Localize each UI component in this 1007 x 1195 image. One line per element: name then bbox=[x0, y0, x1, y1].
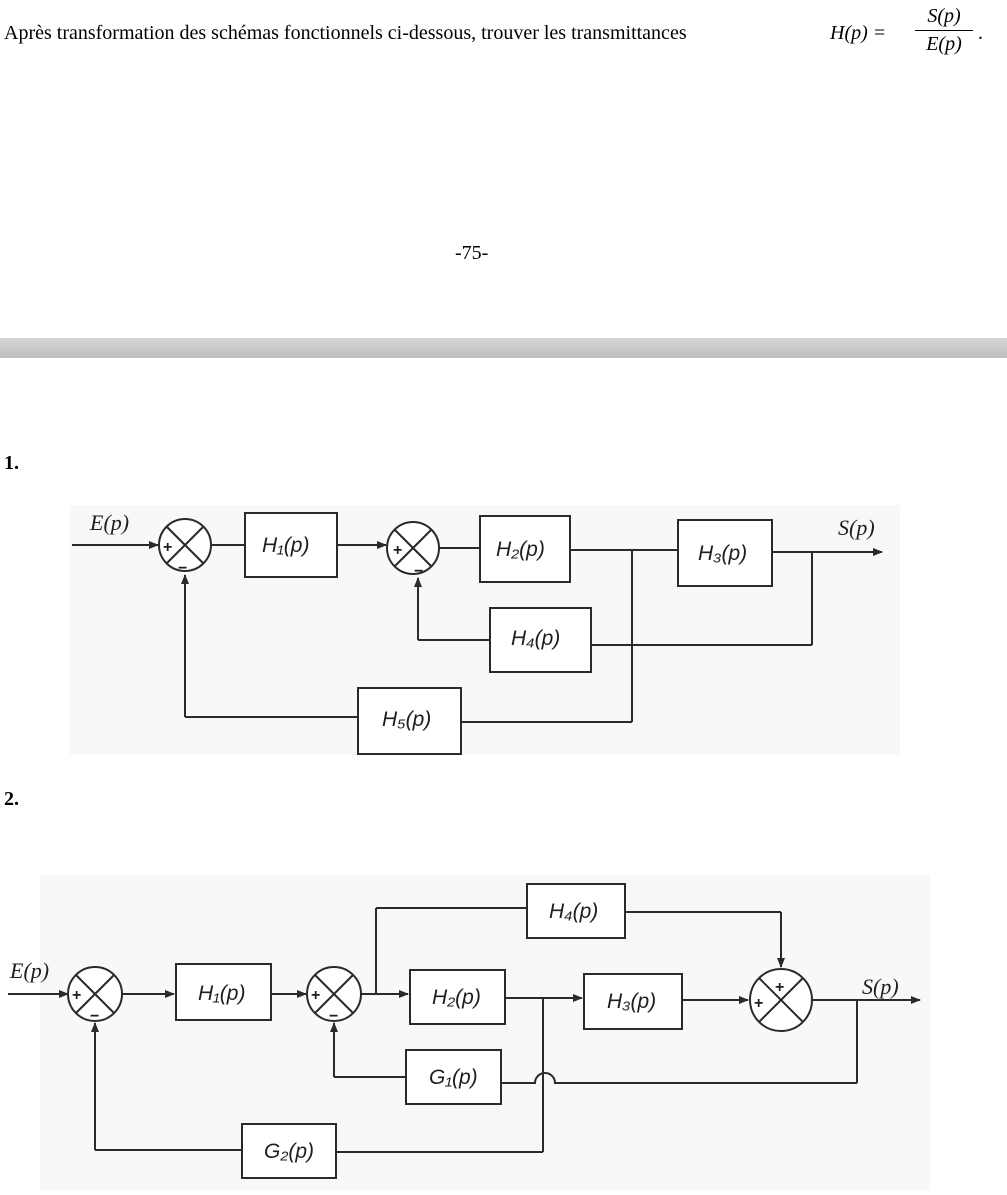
d1-summer-2 bbox=[386, 521, 440, 575]
fraction-bar bbox=[915, 30, 973, 31]
d2-block-g1 bbox=[405, 1049, 502, 1105]
page-separator bbox=[0, 338, 1007, 358]
diagram-2 bbox=[8, 875, 930, 1190]
d2-g1-label: G₁(p) bbox=[429, 1066, 478, 1089]
formula-denominator: E(p) bbox=[926, 33, 962, 55]
d2-block-h3 bbox=[583, 973, 683, 1030]
d2-h2-label: H₂(p) bbox=[432, 986, 481, 1009]
d2-h1-label: H₁(p) bbox=[198, 982, 245, 1005]
d2-s2-plus: + bbox=[311, 987, 320, 1004]
d2-output-label: S(p) bbox=[862, 974, 899, 999]
question-1-number: 1. bbox=[4, 452, 19, 474]
d2-block-h4 bbox=[526, 883, 626, 939]
d1-input-label: E(p) bbox=[89, 510, 129, 535]
d2-g2-label: G₂(p) bbox=[264, 1140, 314, 1163]
diagram-2-background bbox=[40, 875, 930, 1190]
d1-output-label: S(p) bbox=[838, 515, 875, 540]
d2-s1-plus: + bbox=[72, 987, 81, 1004]
d1-h5-label: H₅(p) bbox=[382, 708, 431, 731]
d2-block-h1 bbox=[175, 963, 272, 1021]
diagram-1 bbox=[70, 505, 900, 755]
d1-block-h4 bbox=[489, 607, 592, 673]
formula-lhs: H(p) = bbox=[830, 22, 887, 44]
intro-text: Après transformation des schémas fonctio… bbox=[4, 22, 687, 44]
d1-s2-plus: + bbox=[393, 542, 402, 559]
d1-h2-label: H₂(p) bbox=[496, 538, 545, 561]
d2-h3-label: H₃(p) bbox=[607, 990, 656, 1013]
d1-block-h2 bbox=[479, 515, 571, 583]
formula-fraction: S(p) E(p) bbox=[915, 5, 973, 56]
formula-period: . bbox=[978, 22, 983, 44]
d2-s1-minus: − bbox=[90, 1008, 99, 1025]
page-number: -75- bbox=[455, 242, 489, 264]
d2-g1-fb-in bbox=[501, 1072, 857, 1084]
d2-s3-plus-top: + bbox=[775, 979, 784, 996]
d1-block-h3 bbox=[677, 519, 773, 587]
formula-numerator: S(p) bbox=[927, 5, 961, 27]
d2-input-label: E(p) bbox=[9, 958, 49, 983]
d1-h4-label: H₄(p) bbox=[511, 627, 560, 650]
d2-h4-label: H₄(p) bbox=[549, 900, 598, 923]
d1-s1-plus: + bbox=[163, 539, 172, 556]
d2-s3-plus-left: + bbox=[754, 995, 763, 1012]
d2-summer-2 bbox=[306, 966, 362, 1022]
d1-h1-label: H₁(p) bbox=[262, 534, 309, 557]
d1-h3-label: H₃(p) bbox=[698, 542, 747, 565]
d2-summer-3 bbox=[749, 968, 813, 1032]
d1-s1-minus: − bbox=[178, 560, 187, 577]
d2-s2-minus: − bbox=[329, 1008, 338, 1025]
page-top: Après transformation des schémas fonctio… bbox=[0, 0, 1007, 338]
question-2-number: 2. bbox=[4, 788, 19, 810]
d1-s2-minus: − bbox=[414, 563, 423, 580]
d1-block-h5 bbox=[357, 687, 462, 755]
